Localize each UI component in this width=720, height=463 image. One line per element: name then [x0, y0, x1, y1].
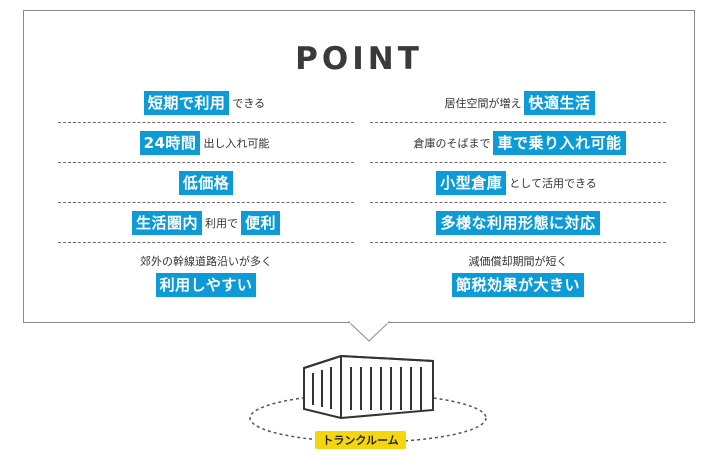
trunk-room-label: トランクルーム: [315, 431, 406, 449]
feature-text: 倉庫のそばまで: [413, 136, 491, 150]
feature-item: 多様な利用形態に対応: [370, 203, 666, 243]
feature-highlight: 低価格: [178, 170, 234, 195]
feature-highlight: 生活圏内: [131, 210, 202, 235]
feature-item: 倉庫のそばまで車で乗り入れ可能: [370, 123, 666, 163]
point-title: POINT: [295, 41, 423, 77]
feature-text: 利用で: [205, 216, 238, 230]
right-feature-list: 居住空間が増え快適生活 倉庫のそばまで車で乗り入れ可能 小型倉庫として活用できる…: [370, 83, 666, 297]
left-feature-list: 短期で利用できる 24時間出し入れ可能 低価格 生活圏内利用で便利 郊外の幹線道…: [58, 83, 354, 297]
feature-highlight: 利用しやすい: [155, 273, 257, 297]
feature-text: できる: [232, 96, 266, 110]
feature-highlight: 小型倉庫: [436, 170, 507, 195]
feature-subtext: 郊外の幹線道路沿いが多く: [140, 255, 272, 268]
feature-subtext: 減価償却期間が短く: [468, 255, 568, 268]
feature-highlight: 節税効果が大きい: [451, 273, 584, 297]
feature-highlight: 車で乗り入れ可能: [493, 130, 626, 155]
feature-text: 出し入れ可能: [203, 136, 270, 150]
feature-item: 小型倉庫として活用できる: [370, 163, 666, 203]
feature-item: 居住空間が増え快適生活: [370, 83, 666, 123]
container-box-icon: [303, 354, 434, 420]
feature-item: 24時間出し入れ可能: [58, 123, 354, 163]
feature-text: として活用できる: [509, 176, 597, 190]
point-callout: POINT: [23, 10, 695, 323]
feature-highlight: 短期で利用: [143, 90, 230, 115]
feature-item: 生活圏内利用で便利: [58, 203, 354, 243]
feature-highlight: 多様な利用形態に対応: [436, 210, 600, 235]
feature-highlight: 便利: [241, 210, 281, 235]
feature-item: 低価格: [58, 163, 354, 203]
feature-item: 郊外の幹線道路沿いが多く 利用しやすい: [58, 243, 354, 297]
feature-item: 減価償却期間が短く 節税効果が大きい: [370, 243, 666, 297]
feature-highlight: 24時間: [139, 130, 201, 155]
feature-highlight: 快適生活: [524, 90, 595, 115]
feature-item: 短期で利用できる: [58, 83, 354, 123]
feature-text: 居住空間が増え: [444, 96, 522, 110]
